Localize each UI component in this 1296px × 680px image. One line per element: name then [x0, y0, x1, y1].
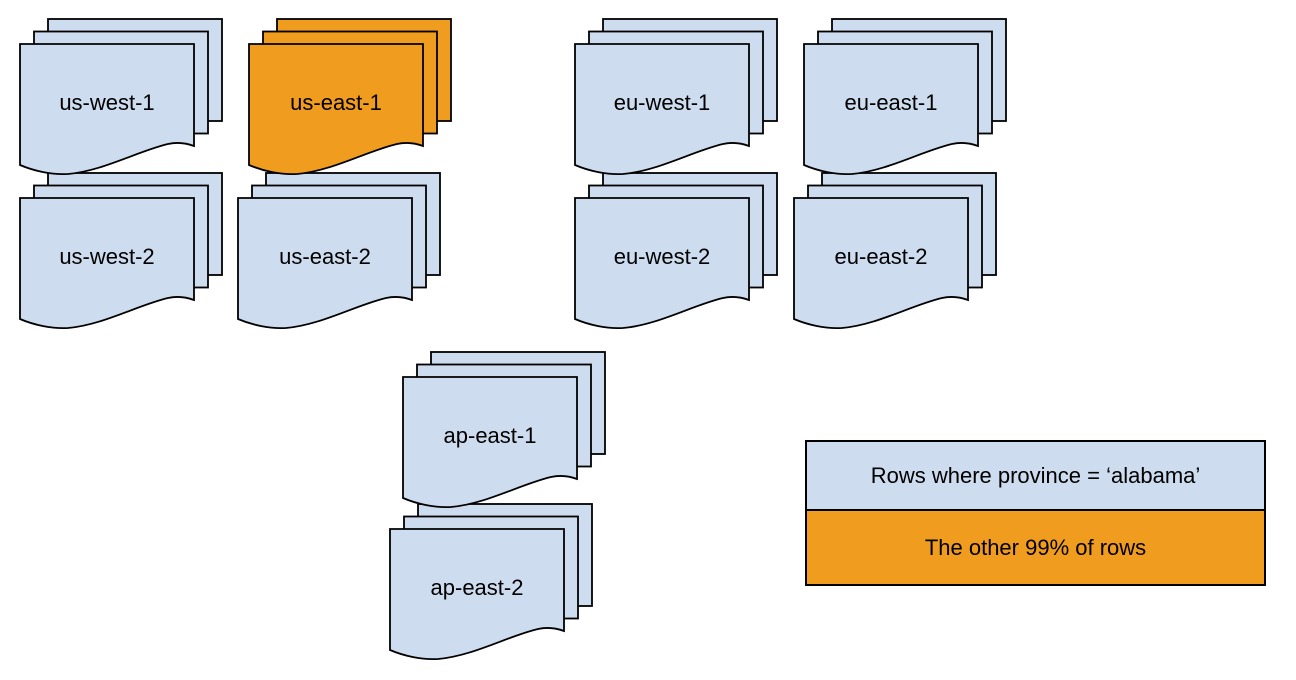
stack-eu-east-1: eu-east-1	[803, 18, 1007, 176]
stack-us-east-2: us-east-2	[237, 172, 441, 330]
legend-item-label: The other 99% of rows	[924, 534, 1147, 560]
stacked-documents-icon	[803, 18, 1007, 176]
stack-ap-east-1: ap-east-1	[402, 351, 606, 509]
stack-us-east-1: us-east-1	[248, 18, 452, 176]
page-front	[402, 376, 578, 509]
page-front	[803, 43, 979, 176]
region-label: us-west-1	[59, 90, 155, 115]
legend-item-alabama-rows: Rows where province = ‘alabama’	[805, 440, 1266, 511]
stacked-documents-icon	[19, 18, 223, 176]
stacked-documents-icon	[793, 172, 997, 330]
stacked-documents-icon	[248, 18, 452, 176]
stack-eu-west-1: eu-west-1	[574, 18, 778, 176]
region-label: us-west-2	[59, 244, 155, 269]
stack-eu-west-2: eu-west-2	[574, 172, 778, 330]
region-label: eu-west-2	[613, 244, 711, 269]
stack-ap-east-2: ap-east-2	[389, 503, 593, 661]
region-label: eu-east-2	[834, 244, 928, 269]
stacked-documents-icon	[574, 172, 778, 330]
region-label: eu-east-1	[844, 90, 938, 115]
legend-item-other-rows: The other 99% of rows	[805, 509, 1266, 586]
region-label: ap-east-2	[430, 575, 524, 600]
region-label: ap-east-1	[443, 423, 537, 448]
page-front	[389, 528, 565, 661]
page-front	[237, 197, 413, 330]
page-front	[19, 43, 195, 176]
legend: Rows where province = ‘alabama’ The othe…	[805, 440, 1266, 586]
stacked-documents-icon	[389, 503, 593, 661]
page-front	[574, 43, 750, 176]
region-label: us-east-2	[279, 244, 371, 269]
page-front	[248, 43, 424, 176]
stack-us-west-2: us-west-2	[19, 172, 223, 330]
stacked-documents-icon	[402, 351, 606, 509]
region-label: eu-west-1	[613, 90, 711, 115]
region-label: us-east-1	[290, 90, 382, 115]
legend-item-label: Rows where province = ‘alabama’	[870, 462, 1201, 488]
stacked-documents-icon	[19, 172, 223, 330]
page-front	[574, 197, 750, 330]
stack-us-west-1: us-west-1	[19, 18, 223, 176]
stacked-documents-icon	[574, 18, 778, 176]
stack-eu-east-2: eu-east-2	[793, 172, 997, 330]
page-front	[19, 197, 195, 330]
stacked-documents-icon	[237, 172, 441, 330]
page-front	[793, 197, 969, 330]
